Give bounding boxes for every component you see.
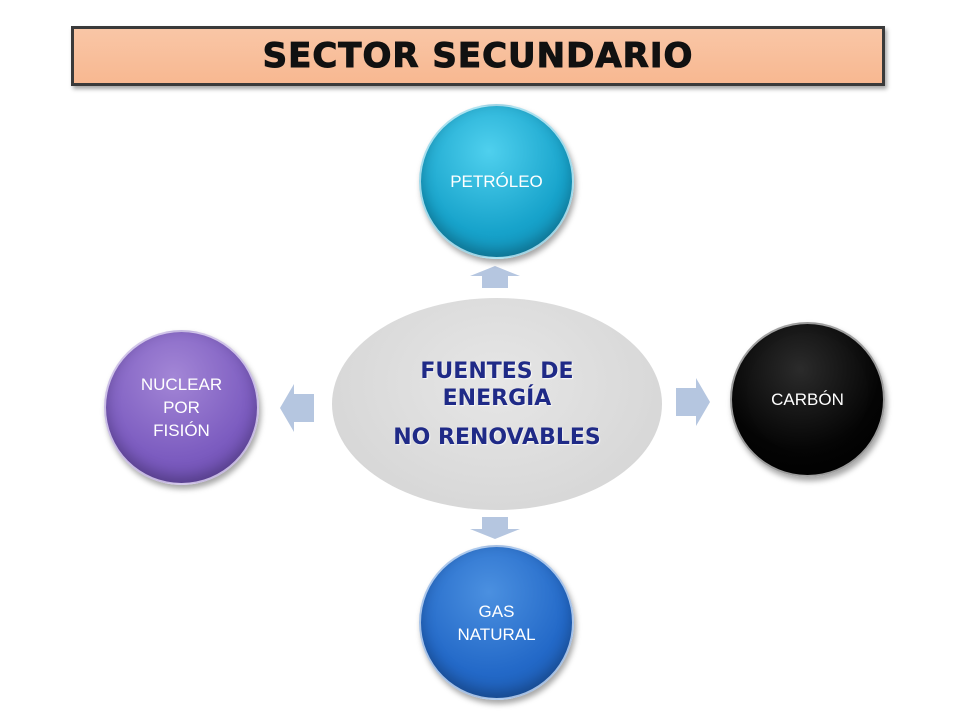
center-title-line2: ENERGÍA xyxy=(442,385,552,411)
center-title-line1: FUENTES DE xyxy=(420,358,574,384)
node-nuclear: NUCLEAR POR FISIÓN xyxy=(104,330,259,485)
node-petroleo-label: PETRÓLEO xyxy=(450,172,543,191)
node-carbon: CARBÓN xyxy=(730,322,885,477)
node-gas-natural-label: GAS NATURAL xyxy=(457,601,536,644)
arrow-right-icon xyxy=(676,378,710,426)
page-title: SECTOR SECUNDARIO xyxy=(262,36,694,77)
title-banner: SECTOR SECUNDARIO xyxy=(71,26,885,86)
node-carbon-label: CARBÓN xyxy=(771,390,844,409)
node-nuclear-label: NUCLEAR POR FISIÓN xyxy=(140,375,223,440)
node-petroleo: PETRÓLEO xyxy=(419,104,574,259)
center-subtitle: NO RENOVABLES xyxy=(393,424,601,450)
center-ellipse: FUENTES DE ENERGÍA NO RENOVABLES xyxy=(332,298,662,510)
arrow-left-icon xyxy=(280,384,314,432)
arrow-up-icon xyxy=(470,266,520,288)
node-gas-natural: GAS NATURAL xyxy=(419,545,574,700)
arrow-down-icon xyxy=(470,517,520,539)
